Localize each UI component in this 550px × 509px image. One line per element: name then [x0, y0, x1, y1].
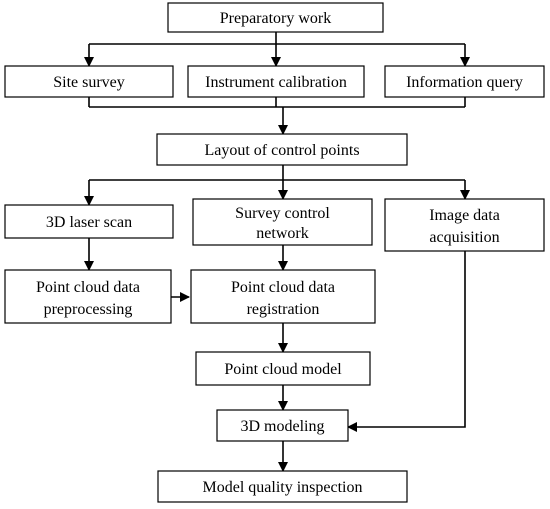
node-label: Point cloud model: [224, 361, 342, 378]
node-label-line-1: Point cloud data: [36, 279, 140, 296]
node-label: Layout of control points: [204, 142, 359, 159]
node-label-line-1: Survey control: [235, 205, 330, 222]
node-preparatory-work: Preparatory work: [167, 2, 384, 33]
node-label: Model quality inspection: [203, 479, 363, 496]
edge-image-data-to-modeling: [347, 251, 466, 432]
node-label-line-2: acquisition: [429, 229, 499, 246]
node-survey-control-network: Survey control network: [192, 198, 373, 246]
node-point-cloud-model: Point cloud model: [195, 351, 371, 386]
node-label: Instrument calibration: [205, 74, 347, 91]
node-point-cloud-data-registration: Point cloud data registration: [190, 269, 376, 324]
node-label-line-2: network: [256, 225, 308, 242]
edges: [84, 32, 470, 472]
node-label: Information query: [406, 74, 523, 91]
node-label: Preparatory work: [220, 10, 332, 27]
node-3d-laser-scan: 3D laser scan: [4, 204, 174, 239]
node-image-data-acquisition: Image data acquisition: [384, 198, 545, 252]
node-label-line-2: registration: [247, 301, 320, 318]
node-layout-of-control-points: Layout of control points: [156, 133, 408, 166]
node-label-line-1: Image data: [429, 207, 500, 224]
node-instrument-calibration: Instrument calibration: [187, 65, 365, 98]
node-label: Site survey: [53, 74, 125, 91]
node-label-line-2: preprocessing: [44, 301, 133, 318]
node-label: 3D laser scan: [46, 214, 132, 231]
node-site-survey: Site survey: [4, 65, 174, 98]
node-model-quality-inspection: Model quality inspection: [157, 470, 408, 503]
node-information-query: Information query: [384, 65, 545, 98]
node-point-cloud-data-preprocessing: Point cloud data preprocessing: [4, 269, 172, 324]
node-3d-modeling: 3D modeling: [216, 409, 349, 442]
node-label-line-1: Point cloud data: [231, 279, 335, 296]
node-label: 3D modeling: [241, 418, 325, 435]
